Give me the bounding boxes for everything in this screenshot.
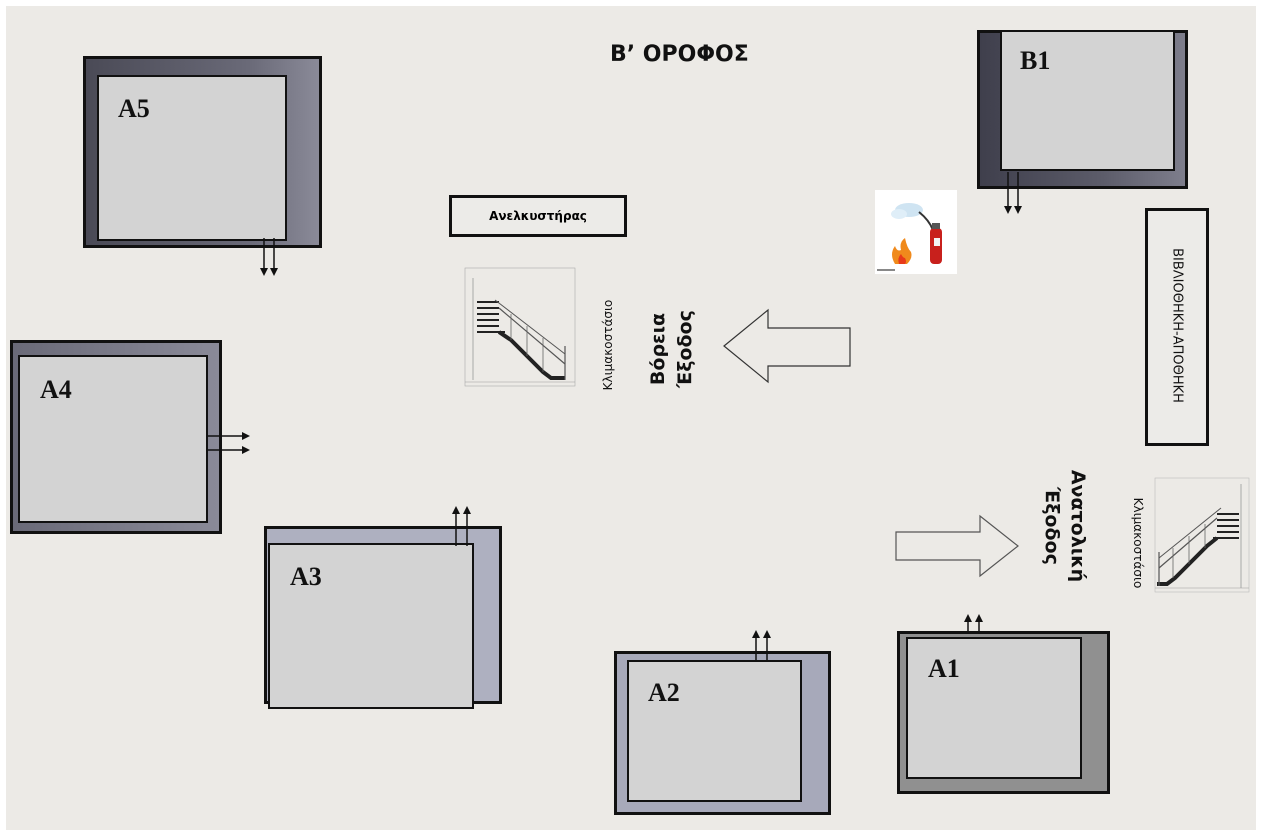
floor-title: Β’ ΟΡΟΦΟΣ	[610, 42, 749, 67]
room-a3-label: A3	[290, 562, 322, 591]
elevator-box: Ανελκυστήρας	[449, 195, 627, 237]
arrow-left-icon	[723, 308, 851, 384]
staircase-icon-north	[464, 267, 576, 387]
east-exit-line1: Ανατολική	[1067, 469, 1089, 583]
door-arrows-b1	[1004, 172, 1022, 214]
room-a1-label: A1	[928, 654, 960, 683]
room-b1-interior	[1000, 30, 1175, 171]
fire-extinguisher-icon	[875, 190, 957, 274]
room-a4-label: A4	[40, 375, 72, 404]
door-arrows-a2	[752, 630, 771, 660]
elevator-label: Ανελκυστήρας	[489, 209, 587, 223]
room-a4-interior	[18, 355, 208, 523]
room-a3-interior	[268, 543, 474, 709]
door-arrows-a3	[452, 506, 471, 546]
arrow-right-icon	[895, 514, 1019, 578]
room-a5-label: A5	[118, 94, 150, 123]
room-a2-label: A2	[648, 678, 680, 707]
staircase-icon-east	[1154, 477, 1250, 593]
room-a2-interior	[627, 660, 802, 802]
north-exit-line1: Βόρεια	[647, 312, 669, 386]
library-label: ΒΙΒΛΙΟΘΗΚΗ-ΑΠΟΘΗΚΗ	[1169, 248, 1185, 403]
room-a1-interior	[906, 637, 1082, 779]
east-exit-line2: Έξοδος	[1041, 487, 1063, 565]
north-exit-line2: Έξοδος	[674, 310, 696, 388]
door-arrows-a4	[206, 432, 250, 454]
stairs-label-north: Κλιμακοστάσιο	[601, 299, 615, 391]
door-arrows-a5	[260, 238, 278, 276]
room-b1-label: B1	[1020, 46, 1051, 75]
library-box	[1145, 208, 1209, 446]
stairs-label-east: Κλιμακοστάσιο	[1131, 497, 1145, 589]
door-arrows-a1	[964, 614, 983, 634]
room-a5-interior	[97, 75, 287, 241]
